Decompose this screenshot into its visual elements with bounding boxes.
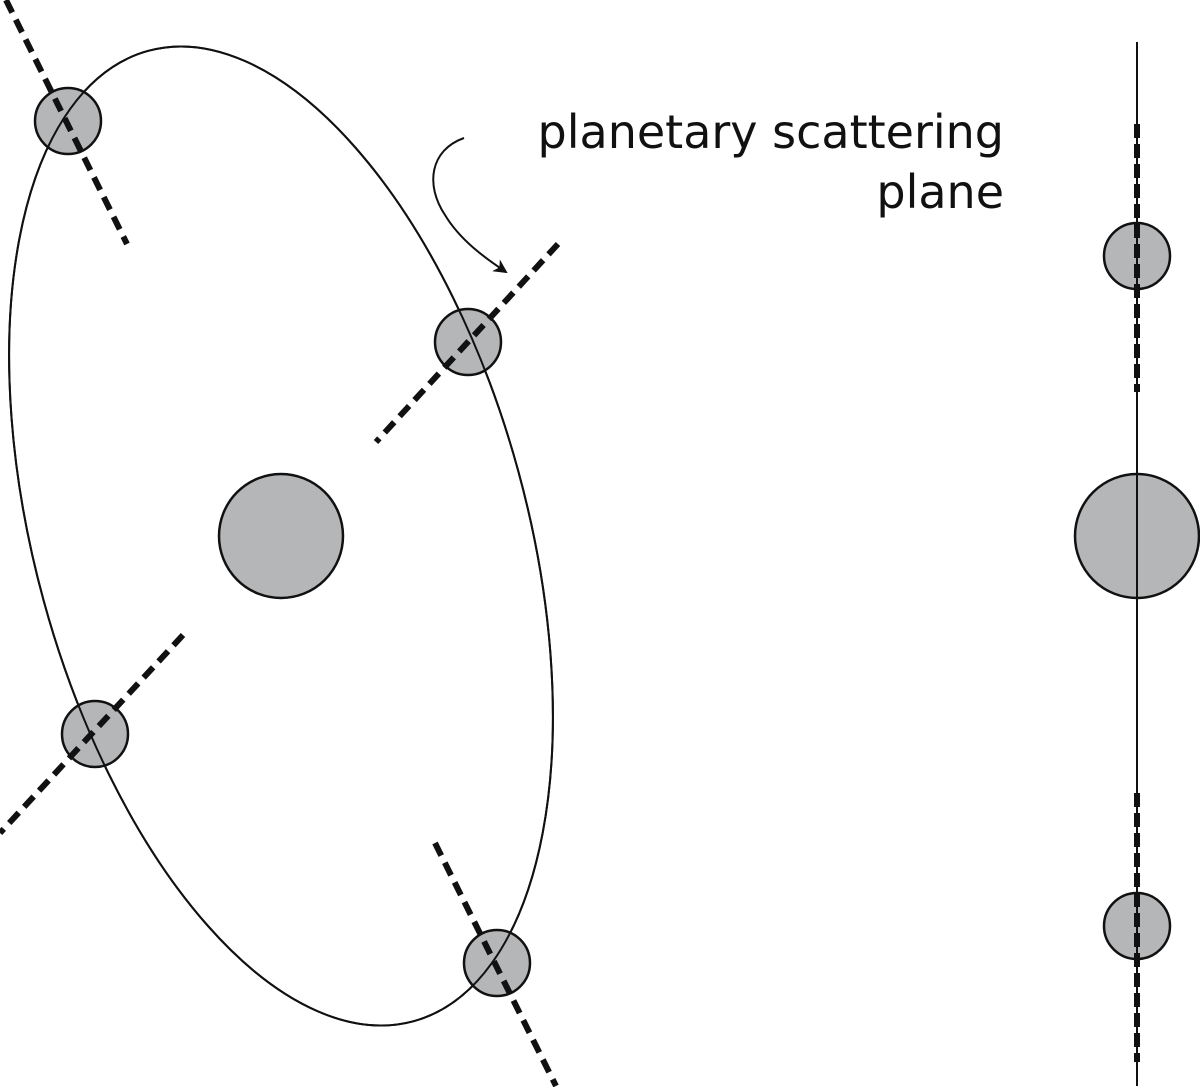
edge-on-view xyxy=(1073,42,1200,1086)
face-on-view xyxy=(0,0,561,1087)
orbit-ellipse-overlay xyxy=(8,45,554,1027)
annotation-label: planetary scattering plane xyxy=(538,105,1004,219)
scattering-plane-line-lower-left xyxy=(0,632,186,836)
scattering-plane-line-top-left xyxy=(3,0,130,246)
annotation-arrow xyxy=(432,137,508,274)
annotation-line-1: planetary scattering xyxy=(538,105,1004,159)
scattering-plane-line-bottom xyxy=(432,841,559,1087)
scattering-plane-line-upper-right xyxy=(373,241,561,445)
central-star xyxy=(217,472,345,600)
annotation-line-2: plane xyxy=(876,165,1004,219)
